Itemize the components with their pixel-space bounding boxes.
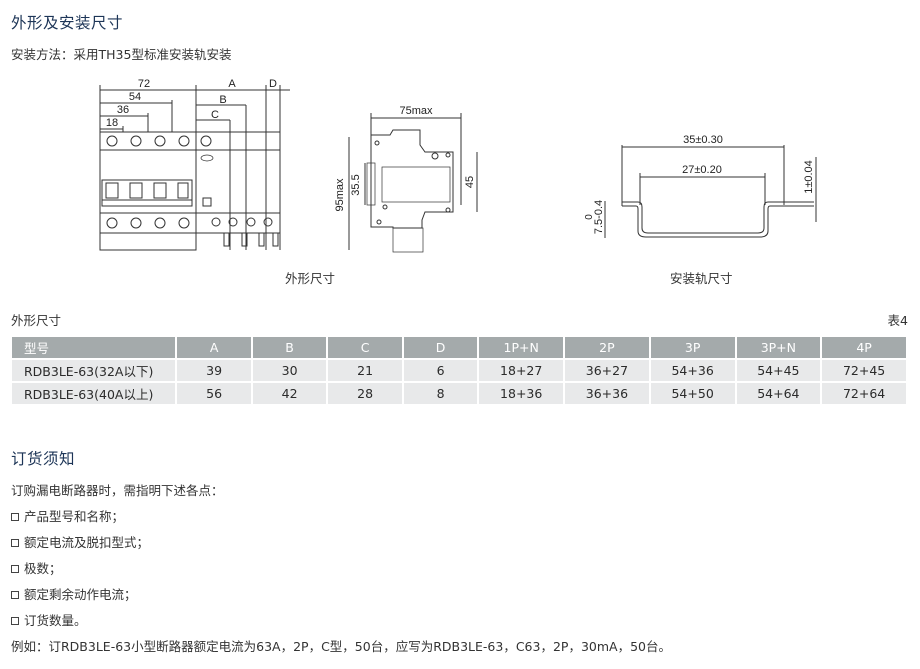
table-row: RDB3LE-63(40A以上) 56 42 28 8 18+36 36+36 … (12, 383, 906, 404)
ordering-example: 例如：订RDB3LE-63小型断路器额定电流为63A，2P，C型，50台，应写为… (11, 639, 671, 654)
dim-7-5: 7.5-0.4 (593, 200, 605, 234)
dim-95max: 95max (334, 178, 346, 212)
cell: 36+27 (565, 360, 649, 381)
dim-1-004: 1±0.04 (803, 160, 815, 194)
table-caption: 外形尺寸 (11, 313, 62, 328)
header-3p: 3P (650, 337, 735, 358)
list-item: 额定剩余动作电流； (11, 584, 137, 603)
header-2p: 2P (565, 337, 649, 358)
header-b: B (252, 337, 327, 358)
rail-caption: 安装轨尺寸 (670, 271, 733, 286)
cell: RDB3LE-63(40A以上) (12, 383, 176, 404)
cell: RDB3LE-63(32A以下) (12, 360, 176, 381)
cell: 72+45 (822, 360, 906, 381)
dim-72: 72 (138, 78, 150, 90)
dim-35-5: 35.5 (350, 174, 362, 195)
header-1pn: 1P+N (479, 337, 564, 358)
dim-27-020: 27±0.20 (682, 164, 722, 176)
dim-c: C (211, 109, 219, 121)
section-title-dimensions: 外形及安装尺寸 (11, 14, 124, 32)
dim-d: D (269, 78, 277, 90)
ordering-intro: 订购漏电断路器时，需指明下述各点： (11, 483, 224, 498)
dim-18: 18 (106, 117, 118, 129)
header-model: 型号 (12, 337, 176, 358)
dim-36: 36 (117, 104, 129, 116)
cell: 56 (177, 383, 251, 404)
section-title-ordering: 订货须知 (11, 450, 76, 468)
list-item-text: 额定剩余动作电流； (24, 587, 137, 602)
cell: 54+64 (736, 383, 821, 404)
list-item-text: 极数； (24, 561, 62, 576)
header-a: A (177, 337, 251, 358)
dim-35-030: 35±0.30 (683, 134, 723, 146)
side-view-drawing: 75max 95max 35.5 45 (334, 105, 478, 253)
header-c: C (328, 337, 402, 358)
list-item-text: 额定电流及脱扣型式； (24, 535, 150, 550)
dimensions-table: 型号 A B C D 1P+N 2P 3P 3P+N 4P RDB3LE-63(… (10, 335, 908, 406)
table-row: RDB3LE-63(32A以下) 39 30 21 6 18+27 36+27 … (12, 360, 906, 381)
cell: 28 (328, 383, 402, 404)
front-view-caption: 外形尺寸 (285, 271, 336, 286)
list-item: 额定电流及脱扣型式； (11, 532, 149, 551)
dim-54: 54 (129, 91, 141, 103)
cell: 36+36 (565, 383, 649, 404)
dim-45: 45 (464, 176, 476, 188)
list-item: 产品型号和名称； (11, 506, 124, 525)
dim-0: 0 (584, 214, 595, 220)
dim-a: A (228, 78, 236, 90)
cell: 18+27 (479, 360, 564, 381)
checkbox-bullet-icon (11, 617, 19, 625)
dim-b: B (219, 94, 226, 106)
cell: 18+36 (479, 383, 564, 404)
list-item: 订货数量。 (11, 610, 87, 629)
install-method-text: 安装方法：采用TH35型标准安装轨安装 (11, 47, 232, 62)
checkbox-bullet-icon (11, 565, 19, 573)
cell: 21 (328, 360, 402, 381)
checkbox-bullet-icon (11, 591, 19, 599)
checkbox-bullet-icon (11, 539, 19, 547)
cell: 6 (403, 360, 478, 381)
cell: 54+50 (650, 383, 735, 404)
header-d: D (403, 337, 478, 358)
cell: 72+64 (822, 383, 906, 404)
header-3pn: 3P+N (736, 337, 821, 358)
checkbox-bullet-icon (11, 513, 19, 521)
header-4p: 4P (822, 337, 906, 358)
cell: 54+36 (650, 360, 735, 381)
front-view-drawing: 72 54 36 18 A B C D (99, 78, 290, 251)
cell: 30 (252, 360, 327, 381)
list-item-text: 产品型号和名称； (24, 509, 125, 524)
list-item-text: 订货数量。 (24, 613, 87, 628)
table-header-row: 型号 A B C D 1P+N 2P 3P 3P+N 4P (12, 337, 906, 358)
cell: 8 (403, 383, 478, 404)
dim-75max: 75max (399, 105, 433, 117)
cell: 42 (252, 383, 327, 404)
rail-drawing: 35±0.30 27±0.20 1±0.04 0 7.5-0.4 (584, 134, 817, 238)
cell: 39 (177, 360, 251, 381)
table-number: 表4 (887, 313, 908, 328)
list-item: 极数； (11, 558, 62, 577)
cell: 54+45 (736, 360, 821, 381)
